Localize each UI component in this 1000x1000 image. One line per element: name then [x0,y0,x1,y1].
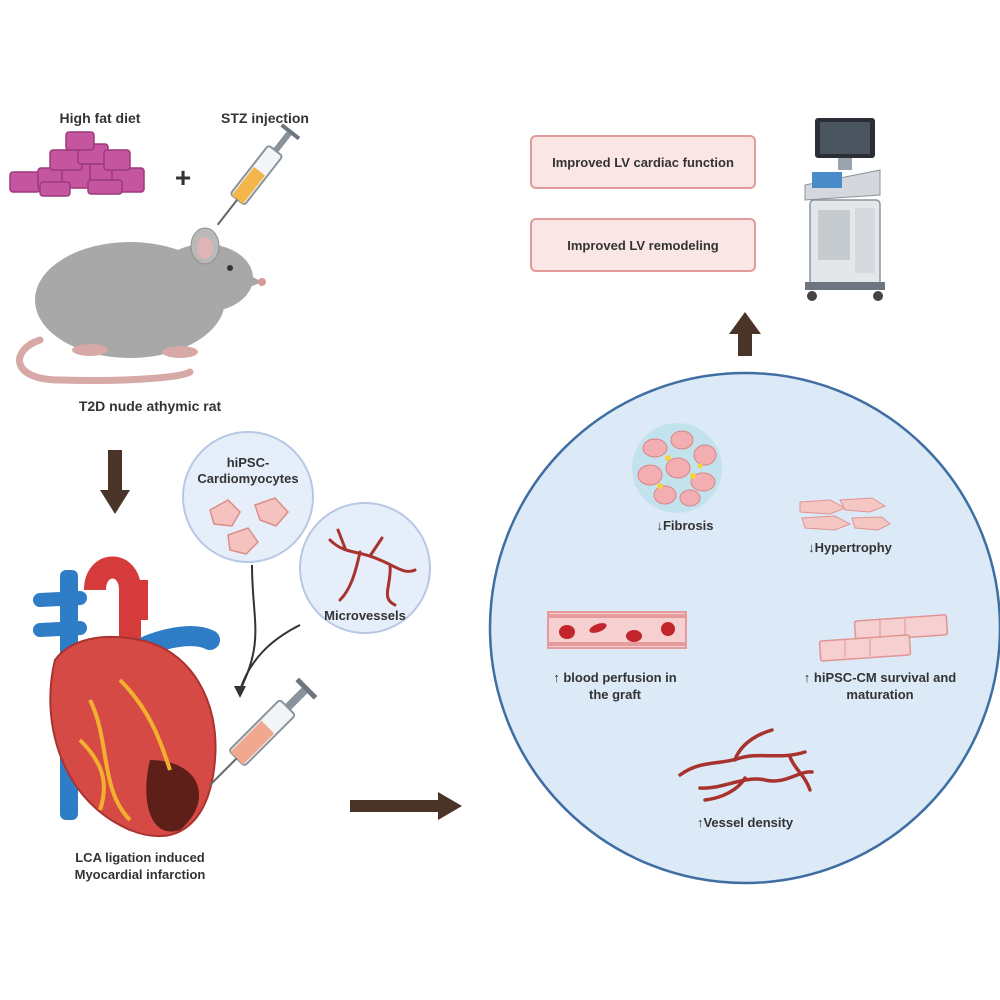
perfusion-text-1: blood perfusion in [563,670,677,685]
up-arrow-small-icon: ↑ [553,670,560,685]
perfusion-label-line1: ↑ blood perfusion in [540,670,690,686]
vessel-density-label: ↑Vessel density [675,815,815,831]
rat-label: T2D nude athymic rat [78,398,222,414]
cardiac-function-box: Improved LV cardiac function [530,135,756,189]
down-arrow-small-icon: ↓ [808,540,815,555]
hypertrophy-text: Hypertrophy [814,540,892,555]
down-arrow-small-icon: ↓ [656,518,663,533]
perfusion-label-line2: the graft [589,687,641,702]
up-arrow-small-icon: ↑ [696,815,704,830]
hypertrophy-label: ↓Hypertrophy [795,540,905,556]
vessel-density-text: Vessel density [703,815,794,830]
plus-sign: + [174,162,192,193]
survival-label-line1: ↑ hiPSC-CM survival and [785,670,975,686]
high-fat-diet-label: High fat diet [59,110,141,126]
survival-text-1: hiPSC-CM survival and [813,670,957,685]
fibrosis-text: Fibrosis [662,518,714,533]
up-arrow-small-icon: ↑ [803,670,811,685]
mi-label-line2: Myocardial infarction [74,867,206,882]
remodeling-box: Improved LV remodeling [530,218,756,272]
hipsc-cardiomyocytes-label: hiPSC- Cardiomyocytes [197,455,299,487]
survival-label-line2: maturation [846,687,914,702]
stz-injection-label: STZ injection [221,110,309,126]
fibrosis-label: ↓Fibrosis [640,518,730,534]
mi-label-line1: LCA ligation induced [75,850,205,865]
microvessels-label: Microvessels [324,608,406,623]
